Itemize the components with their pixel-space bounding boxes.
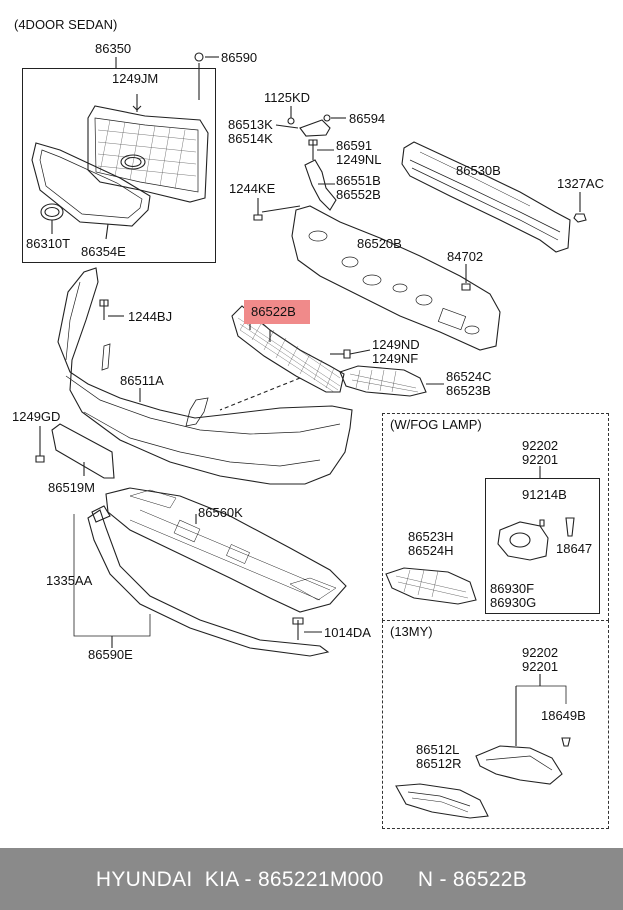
part-label-1335AA[interactable]: 1335AA: [46, 573, 93, 588]
part-label-86522B[interactable]: 86522B: [251, 304, 296, 319]
part-label-1327AC[interactable]: 1327AC: [557, 176, 604, 191]
part-label-1249JM[interactable]: 1249JM: [112, 71, 159, 86]
part-highlight: [244, 300, 310, 324]
part-label-1125KD[interactable]: 1125KD: [264, 90, 311, 105]
fog-part-label-91214B[interactable]: 91214B: [522, 487, 567, 502]
fog-part-label-92201[interactable]: 92201: [522, 452, 559, 467]
diagram-drawing: [31, 52, 587, 819]
part-label-86354E[interactable]: 86354E: [81, 244, 126, 259]
part-label-1244KE[interactable]: 1244KE: [229, 181, 276, 196]
13my-part-label-86512R[interactable]: 86512R: [416, 756, 462, 771]
13my-part-label-86512L[interactable]: 86512L: [416, 742, 460, 757]
part-label-86552B[interactable]: 86552B: [336, 187, 381, 202]
part-label-86513K[interactable]: 86513K: [228, 117, 273, 132]
part-label-86524C[interactable]: 86524C: [446, 369, 492, 384]
part-label-84702[interactable]: 84702: [447, 249, 484, 264]
part-label-1249ND[interactable]: 1249ND: [372, 337, 420, 352]
part-label-86523B[interactable]: 86523B: [446, 383, 491, 398]
footer-brand: HYUNDAI KIA: [95, 868, 239, 891]
fog-part-label-86523H[interactable]: 86523H: [408, 529, 454, 544]
part-label-86551B[interactable]: 86551B: [336, 173, 381, 188]
part-label-86530B[interactable]: 86530B: [456, 163, 501, 178]
diagram-title: (4DOOR SEDAN): [14, 17, 118, 32]
13my-section-title: (13MY): [390, 624, 433, 639]
footer-code-prefix: N: [417, 868, 434, 891]
13my-section-box: [382, 620, 609, 829]
parts-diagram: (4DOOR SEDAN) 86350 86590 1249JM 1125KD …: [12, 17, 609, 829]
part-label-86310T[interactable]: 86310T: [26, 236, 71, 251]
footer-separator-2: -: [439, 868, 447, 891]
13my-part-label-92202[interactable]: 92202: [522, 645, 559, 660]
13my-part-label-92201[interactable]: 92201: [522, 659, 559, 674]
footer-code: 86522B: [452, 868, 528, 891]
part-label-86519M[interactable]: 86519M: [48, 480, 95, 495]
footer-text: HYUNDAI KIA - 865221M000 N - 86522B: [0, 868, 623, 892]
fog-part-label-86930F[interactable]: 86930F: [490, 581, 535, 596]
footer-separator: -: [244, 868, 252, 891]
part-label-86594[interactable]: 86594: [349, 111, 386, 126]
grille-group-box: [22, 68, 216, 263]
part-label-86514K[interactable]: 86514K: [228, 131, 273, 146]
part-label-1014DA[interactable]: 1014DA: [324, 625, 371, 640]
13my-part-label-18649B[interactable]: 18649B: [541, 708, 586, 723]
part-label-1249GD[interactable]: 1249GD: [12, 409, 61, 424]
part-label-1249NF[interactable]: 1249NF: [372, 351, 419, 366]
part-label-86590[interactable]: 86590: [221, 50, 258, 65]
part-label-86590E[interactable]: 86590E: [88, 647, 133, 662]
fog-part-label-86930G[interactable]: 86930G: [490, 595, 537, 610]
part-label-86520B[interactable]: 86520B: [357, 236, 402, 251]
part-label-1244BJ[interactable]: 1244BJ: [128, 309, 173, 324]
fog-section-title: (W/FOG LAMP): [390, 417, 482, 432]
part-label-86350[interactable]: 86350: [95, 41, 132, 56]
part-label-1249NL[interactable]: 1249NL: [336, 152, 382, 167]
part-label-86560K[interactable]: 86560K: [198, 505, 243, 520]
fog-part-label-18647[interactable]: 18647: [556, 541, 593, 556]
fog-lamp-assembly-box: [485, 478, 600, 614]
fog-part-label-86524H[interactable]: 86524H: [408, 543, 454, 558]
fog-part-label-92202[interactable]: 92202: [522, 438, 559, 453]
part-label-86511A[interactable]: 86511A: [120, 373, 164, 388]
part-number-footer: HYUNDAI KIA - 865221M000 N - 86522B: [0, 848, 623, 910]
footer-part-number: 865221M000: [257, 868, 384, 891]
part-label-86591[interactable]: 86591: [336, 138, 373, 153]
